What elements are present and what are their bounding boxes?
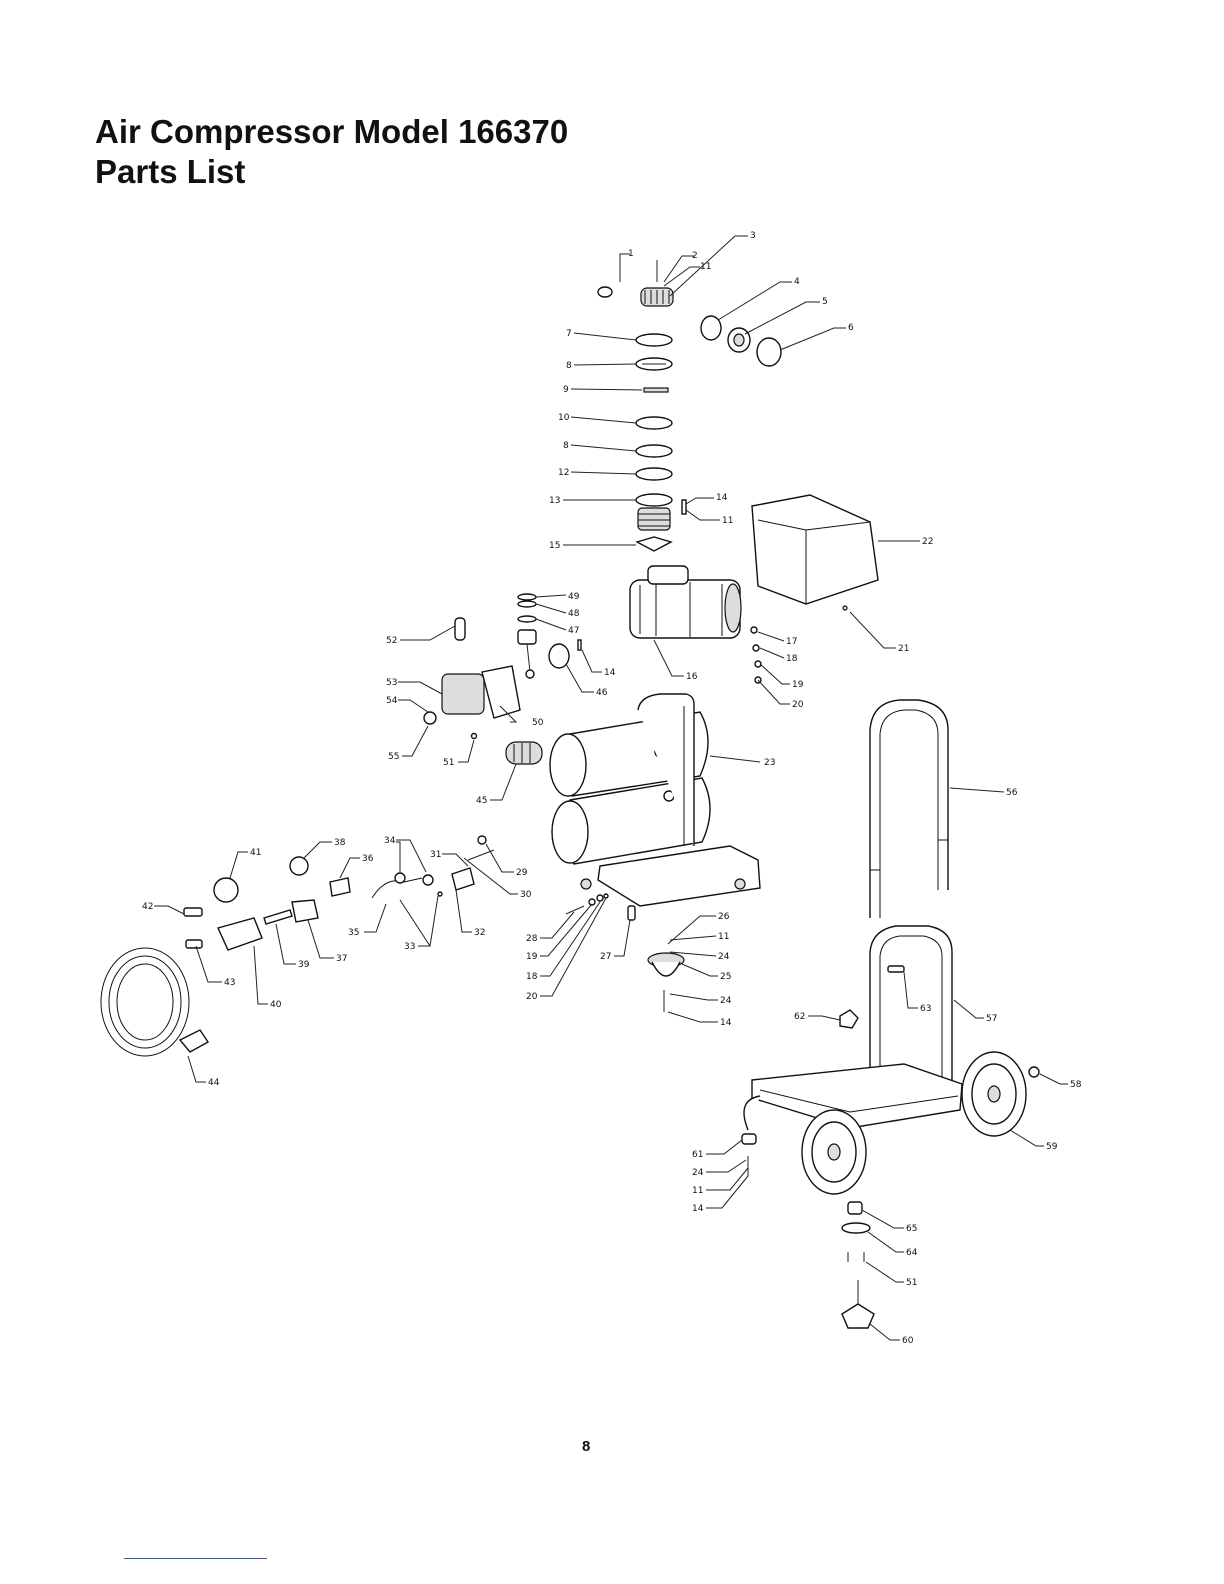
- callout-label: 17: [786, 637, 797, 647]
- callout-label: 20: [526, 992, 538, 1002]
- callout-label: 25: [720, 972, 731, 982]
- callout-label: 50: [532, 718, 544, 728]
- callout-label: 18: [526, 972, 538, 982]
- handle: [870, 700, 948, 918]
- callout-label: 14: [720, 1018, 732, 1028]
- callout-label: 62: [794, 1012, 805, 1022]
- page-number: 8: [582, 1438, 590, 1455]
- callout-label: 7: [566, 329, 572, 339]
- callout-label: 19: [792, 680, 804, 690]
- callout-label: 18: [786, 654, 798, 664]
- callout-label: 21: [898, 644, 909, 654]
- footer-rule: [124, 1558, 267, 1559]
- callout-label: 39: [298, 960, 310, 970]
- callout-label: 36: [362, 854, 374, 864]
- callout-label: 46: [596, 688, 608, 698]
- callout-label: 31: [430, 850, 441, 860]
- callout-label: 24: [692, 1168, 704, 1178]
- callout-label: 5: [822, 297, 828, 307]
- callout-label: 49: [568, 592, 580, 602]
- callout-label: 61: [692, 1150, 703, 1160]
- callout-label: 35: [348, 928, 359, 938]
- callout-label: 51: [443, 758, 454, 768]
- callout-label: 57: [986, 1014, 997, 1024]
- callout-label: 3: [750, 231, 756, 241]
- callout-label: 34: [384, 836, 396, 846]
- callout-label: 9: [563, 385, 569, 395]
- callout-label: 1: [628, 249, 634, 259]
- callout-label: 16: [686, 672, 698, 682]
- callout-label: 58: [1070, 1080, 1082, 1090]
- callout-label: 45: [476, 796, 487, 806]
- callout-label: 32: [474, 928, 485, 938]
- callout-label: 54: [386, 696, 398, 706]
- callout-label: 43: [224, 978, 235, 988]
- motor-assembly: [630, 566, 761, 683]
- callout-label: 33: [404, 942, 415, 952]
- callout-label: 65: [906, 1224, 917, 1234]
- callout-label: 19: [526, 952, 538, 962]
- callout-label: 51: [906, 1278, 917, 1288]
- callout-label: 60: [902, 1336, 914, 1346]
- callout-label: 14: [692, 1204, 704, 1214]
- callout-label: 6: [848, 323, 854, 333]
- pressure-switch-parts: [101, 857, 350, 1056]
- callout-label: 40: [270, 1000, 282, 1010]
- callout-label: 52: [386, 636, 397, 646]
- callout-label: 10: [558, 413, 570, 423]
- callout-label: 20: [792, 700, 804, 710]
- callout-label: 11: [718, 932, 729, 942]
- callout-label: 38: [334, 838, 346, 848]
- callout-label: 44: [208, 1078, 220, 1088]
- callout-label: 47: [568, 626, 579, 636]
- callout-label: 14: [604, 668, 616, 678]
- callout-label: 8: [563, 441, 569, 451]
- shroud-cover: [752, 495, 878, 610]
- callout-label: 53: [386, 678, 397, 688]
- callout-label: 30: [520, 890, 532, 900]
- callout-label: 63: [920, 1004, 931, 1014]
- callout-label: 15: [549, 541, 560, 551]
- callout-label: 26: [718, 912, 730, 922]
- cart-frame: [742, 926, 1039, 1194]
- callout-label: 11: [692, 1186, 703, 1196]
- callout-label: 8: [566, 361, 572, 371]
- callout-label: 56: [1006, 788, 1018, 798]
- callout-label: 14: [716, 493, 728, 503]
- callout-label: 2: [692, 251, 698, 261]
- callout-label: 12: [558, 468, 569, 478]
- callout-label: 59: [1046, 1142, 1058, 1152]
- callout-label: 55: [388, 752, 399, 762]
- callout-label: 42: [142, 902, 153, 912]
- callout-label: 27: [600, 952, 611, 962]
- callout-label: 28: [526, 934, 538, 944]
- callout-label: 37: [336, 954, 347, 964]
- callout-label: 24: [718, 952, 730, 962]
- callout-label: 48: [568, 609, 580, 619]
- pressure-control-parts: [424, 618, 520, 739]
- callout-label: 22: [922, 537, 933, 547]
- callout-label: 24: [720, 996, 732, 1006]
- callout-label: 13: [549, 496, 560, 506]
- leg-hardware: [842, 1202, 874, 1328]
- callout-label: 29: [516, 868, 528, 878]
- callout-label: 64: [906, 1248, 918, 1258]
- callout-label: 11: [722, 516, 733, 526]
- callout-label: 41: [250, 848, 261, 858]
- callout-label: 23: [764, 758, 775, 768]
- twin-tanks: [506, 694, 760, 906]
- callout-label: 11: [700, 262, 711, 272]
- callout-label: 4: [794, 277, 800, 287]
- piston-parts: [518, 594, 581, 678]
